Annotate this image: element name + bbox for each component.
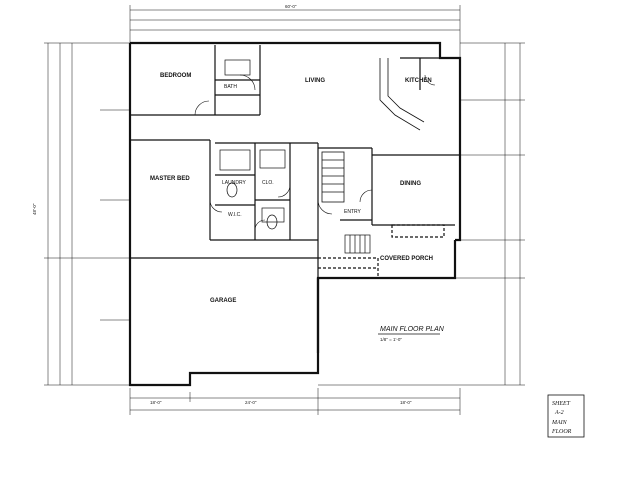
bath-fixtures xyxy=(219,59,286,230)
room-label-dining: DINING xyxy=(400,181,421,187)
plan-scale: 1/8" = 1'-0" xyxy=(380,337,402,342)
dimension-lines xyxy=(44,5,525,415)
room-labels: BEDROOM BATH LIVING KITCHEN MASTER BED W… xyxy=(150,73,433,304)
porch-outline xyxy=(318,224,445,278)
stamp-line-3: MAIN xyxy=(551,420,568,426)
plan-title: MAIN FLOOR PLAN xyxy=(380,326,445,333)
stamp-line-2: A-2 xyxy=(554,410,564,416)
room-label-entry: ENTRY xyxy=(344,209,362,215)
stamp-line-4: FLOOR xyxy=(551,429,572,435)
dimension-bottom-left: 18'-0" xyxy=(150,400,162,405)
room-label-kitchen: KITCHEN xyxy=(405,78,432,84)
sheet-stamp-box xyxy=(547,394,585,438)
dimension-labels: 60'-0" 48'-0" 18'-0" 24'-0" 18'-0" xyxy=(32,4,412,405)
dimension-left: 48'-0" xyxy=(32,203,37,215)
sheet-stamp: SHEET A-2 MAIN FLOOR xyxy=(551,401,572,435)
room-label-laundry: LAUNDRY xyxy=(222,180,246,186)
dimension-bottom-right: 18'-0" xyxy=(400,400,412,405)
room-label-covered-porch: COVERED PORCH xyxy=(380,256,433,262)
room-label-master-bed: MASTER BED xyxy=(150,176,190,182)
room-label-bedroom: BEDROOM xyxy=(160,73,191,79)
room-label-wic: W.I.C. xyxy=(228,212,242,218)
dimension-top: 60'-0" xyxy=(285,4,297,9)
room-label-closet: CLO. xyxy=(262,180,274,186)
room-label-living: LIVING xyxy=(305,78,325,84)
dimension-bottom-mid: 24'-0" xyxy=(245,400,257,405)
room-label-bath: BATH xyxy=(224,84,237,90)
stamp-line-1: SHEET xyxy=(552,401,571,407)
door-swings xyxy=(194,74,436,231)
kitchen-counters xyxy=(321,58,425,203)
room-label-garage: GARAGE xyxy=(210,298,236,304)
stairs xyxy=(344,234,371,254)
